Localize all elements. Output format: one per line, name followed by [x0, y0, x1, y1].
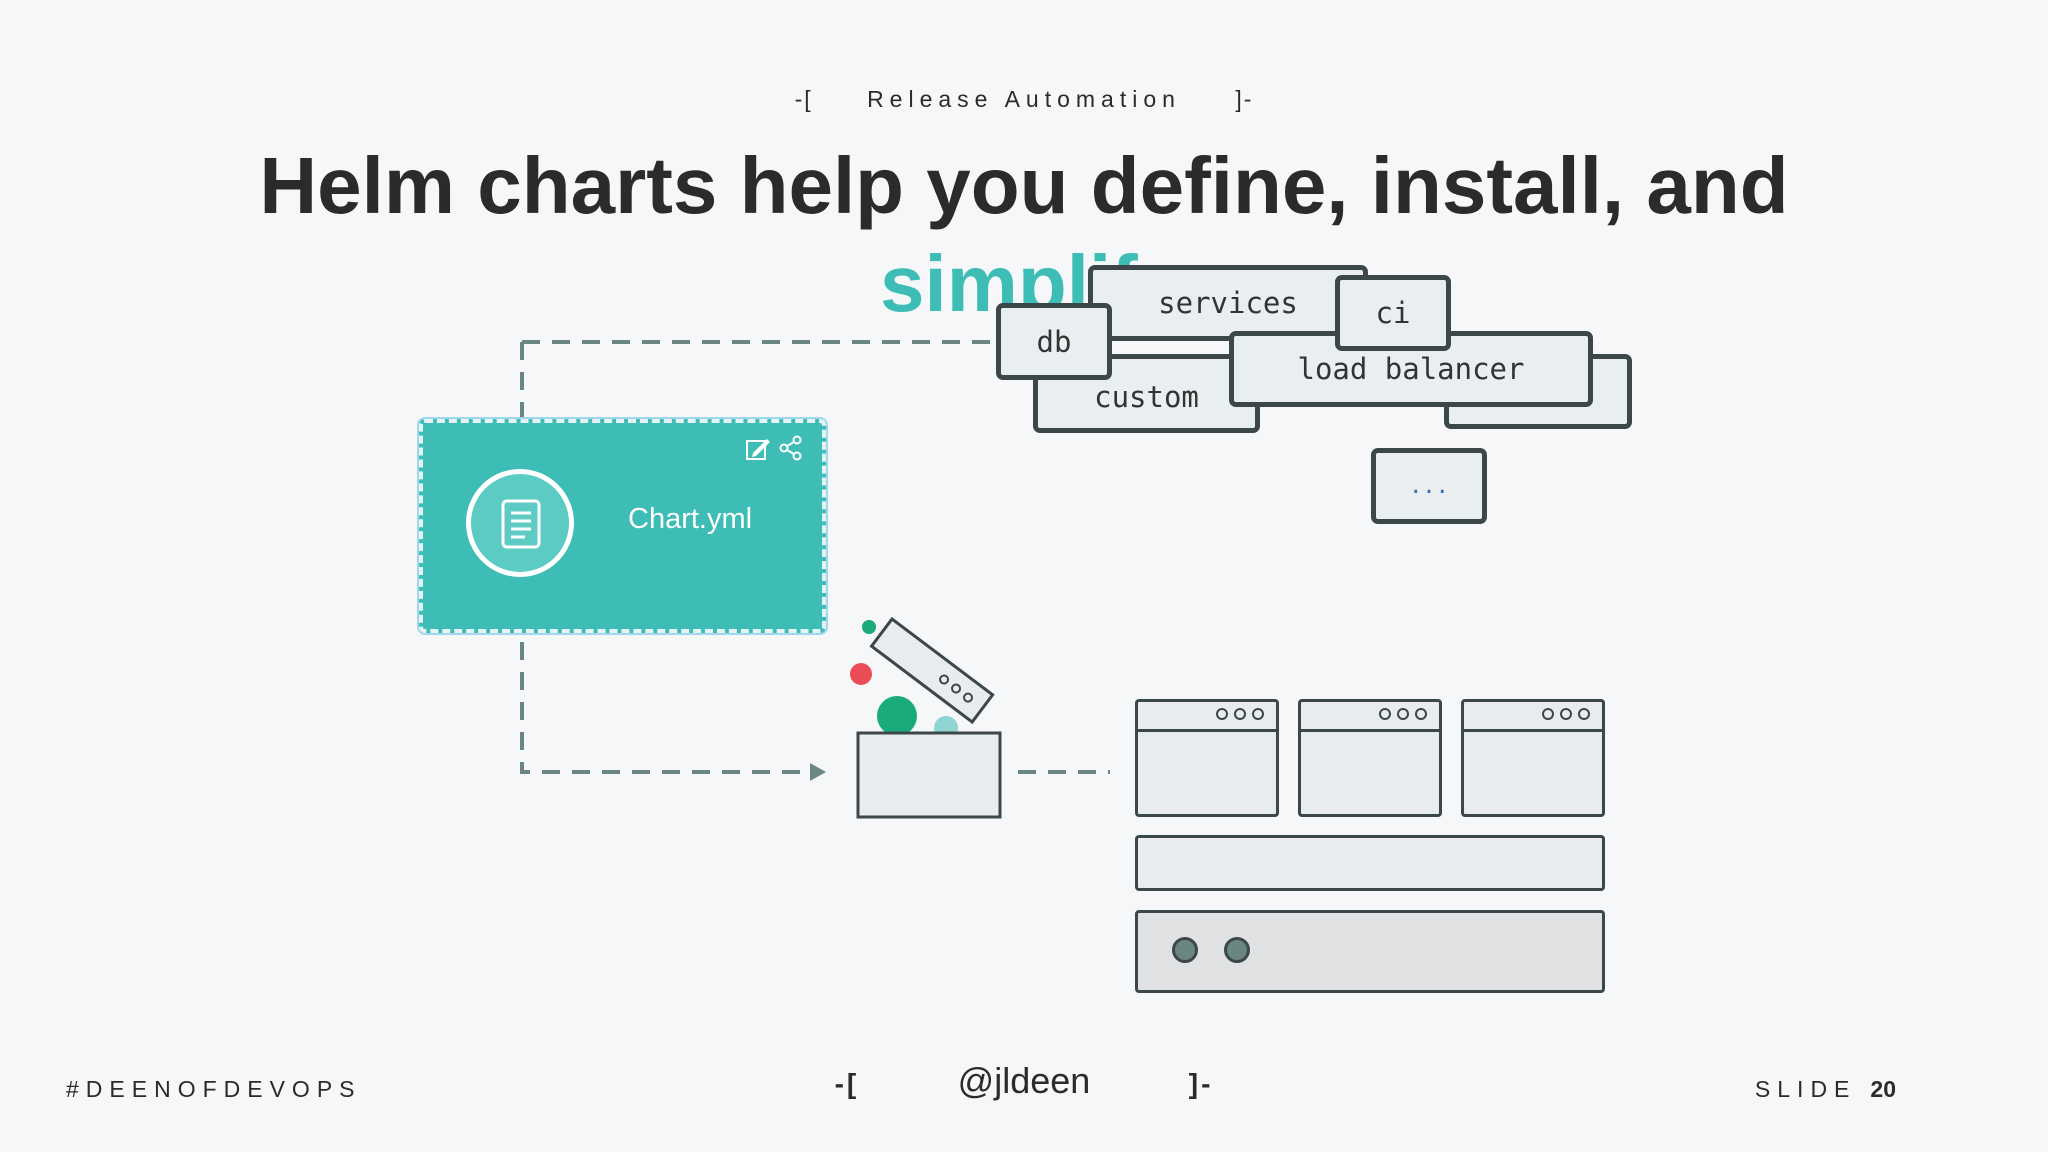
- chart-icon-ring: [466, 469, 574, 577]
- window-dots-icon: [1542, 708, 1590, 720]
- server-window-2-bar: [1301, 702, 1439, 732]
- server-light-icon: [1172, 937, 1198, 963]
- footer-handle-text: @jldeen: [958, 1060, 1091, 1101]
- tag-services-label: services: [1158, 286, 1298, 320]
- slide-number: 20: [1870, 1076, 1896, 1102]
- footer-bracket-open: -[: [835, 1068, 860, 1099]
- package-box: [840, 600, 1040, 830]
- slide-label: SLIDE: [1755, 1076, 1856, 1102]
- tag-db-label: db: [1037, 325, 1072, 359]
- server-window-1-bar: [1138, 702, 1276, 732]
- server-window-2: [1298, 699, 1442, 817]
- server-window-3-bar: [1464, 702, 1602, 732]
- tag-ci: ci: [1335, 275, 1451, 351]
- package-dot-green-small: [862, 620, 876, 634]
- tag-more: ...: [1371, 448, 1487, 524]
- tag-more-label: ...: [1409, 474, 1449, 499]
- edit-icon[interactable]: [745, 435, 771, 461]
- package-body: [858, 733, 1000, 817]
- connector-arrowhead: [810, 763, 826, 781]
- server-rack-slot: [1135, 835, 1605, 891]
- footer-bracket-close: ]-: [1189, 1068, 1214, 1099]
- tag-services: services: [1088, 265, 1368, 341]
- tag-custom-label: custom: [1094, 380, 1199, 414]
- server-window-1: [1135, 699, 1279, 817]
- chart-yml-card[interactable]: Chart.yml: [419, 419, 826, 633]
- footer-handle: -[ @jldeen ]-: [0, 1060, 2048, 1102]
- window-dots-icon: [1379, 708, 1427, 720]
- slide-counter: SLIDE 20: [1755, 1076, 1896, 1103]
- window-dots-icon: [1216, 708, 1264, 720]
- server-window-3: [1461, 699, 1605, 817]
- tag-db: db: [996, 303, 1112, 380]
- chart-yml-label: Chart.yml: [628, 503, 752, 536]
- server-light-icon: [1224, 937, 1250, 963]
- tag-load-balancer-label: load balancer: [1298, 352, 1525, 386]
- tag-ci-label: ci: [1376, 296, 1411, 330]
- package-dot-red: [850, 663, 872, 685]
- share-icon[interactable]: [779, 435, 803, 461]
- server-base: [1135, 910, 1605, 993]
- document-icon: [501, 499, 541, 549]
- package-dot-green-large: [877, 696, 917, 736]
